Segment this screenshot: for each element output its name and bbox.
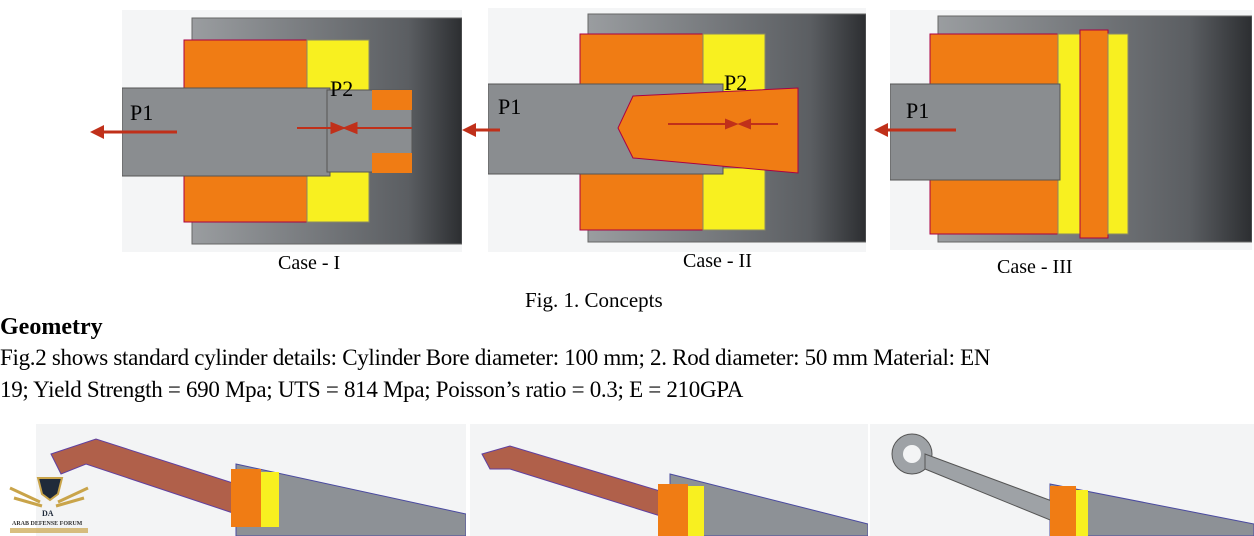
- p1-label: P1: [906, 98, 929, 123]
- p1-label: P1: [130, 100, 153, 125]
- paragraph-line-2: 19; Yield Strength = 690 Mpa; UTS = 814 …: [0, 377, 744, 402]
- arab-defense-forum-logo: DA ARAB DEFENSE FORUM: [9, 477, 89, 533]
- section-heading: Geometry: [0, 314, 103, 340]
- cylinder-render-3: [870, 424, 1254, 536]
- paragraph-line-1: Fig.2 shows standard cylinder details: C…: [0, 345, 991, 370]
- arrow-icon: [874, 123, 912, 137]
- arrow-icon: [122, 121, 412, 135]
- p2-label: P2: [330, 76, 353, 101]
- case-3-caption: Case - III: [997, 256, 1073, 278]
- cylinder-render-2: [470, 424, 868, 536]
- svg-text:DA: DA: [42, 509, 54, 518]
- arrow-icon: [90, 125, 128, 139]
- p1-label: P1: [498, 94, 521, 119]
- arrow-icon: [668, 118, 778, 130]
- case-2-diagram: P1 P2: [488, 8, 866, 252]
- case-3-diagram: P1: [890, 10, 1252, 250]
- case-1-caption: Case - I: [278, 252, 341, 274]
- p2-label: P2: [724, 70, 747, 95]
- case-2-caption: Case - II: [683, 250, 752, 272]
- arrow-icon: [462, 123, 500, 137]
- figure-caption: Fig. 1. Concepts: [525, 288, 663, 312]
- case-1-diagram: P1 P2: [122, 10, 462, 252]
- cylinder-render-1: [36, 424, 466, 536]
- svg-text:ARAB DEFENSE FORUM: ARAB DEFENSE FORUM: [12, 521, 83, 527]
